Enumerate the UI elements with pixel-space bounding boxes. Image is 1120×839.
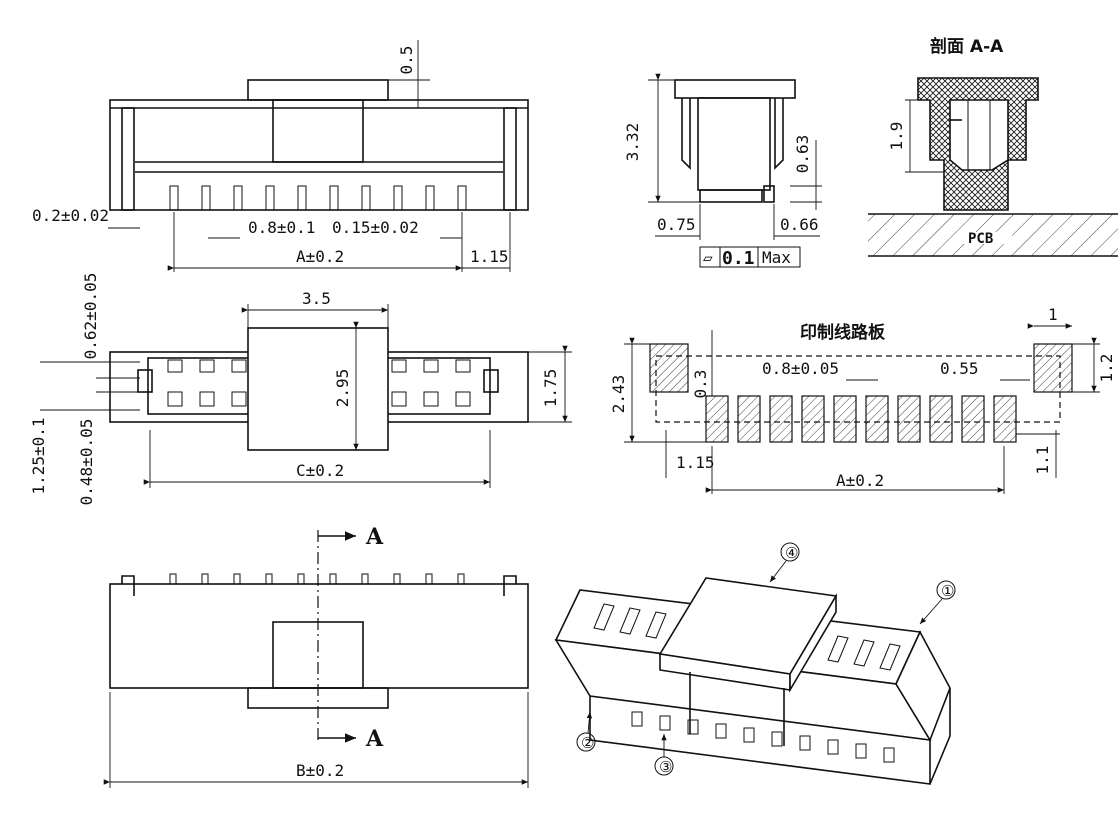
callout-1: ① <box>941 582 954 600</box>
section-title: 剖面 A-A <box>930 36 1004 57</box>
front-dim-pitch: 0.8±0.1 <box>248 218 315 237</box>
pcb-dim-A: A±0.2 <box>836 471 884 490</box>
pcb-dim-pitch: 0.8±0.05 <box>762 359 839 378</box>
callout-3: ③ <box>659 758 672 776</box>
flatness-value: 0.1 <box>722 248 755 269</box>
top-dim-048: 0.48±0.05 <box>77 419 96 506</box>
pcb-signal-pads <box>705 395 1017 443</box>
top-dim-062: 0.62±0.05 <box>81 273 100 360</box>
bottom-dim-B: B±0.2 <box>296 761 344 780</box>
pcb-dim-03: 0.3 <box>691 370 710 399</box>
side-dim-063: 0.63 <box>793 135 812 174</box>
side-dim-066: 0.66 <box>780 215 819 234</box>
front-view: 0.5 0.2±0.02 0.8±0.1 0.15±0.02 A±0.2 1.1… <box>32 40 529 272</box>
iso-view: ④ ① ② ③ <box>554 542 956 785</box>
top-view: 3.5 2.95 1.75 0.62±0.05 1.25±0.1 0.48±0.… <box>29 273 572 506</box>
pcb-layout: 印制线路板 1 1.2 2 <box>609 305 1116 494</box>
front-dim-pin-width: 0.2±0.02 <box>32 206 109 225</box>
callout-4: ④ <box>785 544 798 562</box>
top-dim-C: C±0.2 <box>296 461 344 480</box>
pcb-dim-12: 1.2 <box>1097 354 1116 383</box>
front-pins <box>169 185 467 211</box>
side-view: 3.32 0.63 0.75 0.66 ▱ 0.1 Max <box>623 73 822 269</box>
top-dim-125: 1.25±0.1 <box>29 417 48 494</box>
pcb-dim-243: 2.43 <box>609 375 628 414</box>
section-mark-top: A <box>365 524 384 550</box>
callout-2: ② <box>581 734 594 752</box>
bottom-view: A A B±0.2 <box>103 524 529 788</box>
pcb-label: PCB <box>968 231 993 247</box>
pcb-dim-055: 0.55 <box>940 359 979 378</box>
pcb-dim-1: 1 <box>1048 305 1058 324</box>
iso-inner-contacts <box>593 603 901 671</box>
section-dim-19: 1.9 <box>887 122 906 151</box>
pcb-dim-11: 1.1 <box>1033 446 1052 475</box>
iso-bottom-pins <box>631 711 895 763</box>
side-dim-332: 3.32 <box>623 123 642 162</box>
bottom-pins <box>169 573 465 585</box>
top-dim-35: 3.5 <box>302 289 331 308</box>
front-dim-A: A±0.2 <box>296 247 344 266</box>
pcb-dim-115: 1.15 <box>676 453 715 472</box>
section-mark-bottom: A <box>365 726 384 752</box>
front-dim-pin-thk: 0.15±0.02 <box>332 218 419 237</box>
top-dim-295: 2.95 <box>333 369 352 408</box>
section-view: 剖面 A-A PCB 1.9 <box>868 36 1118 257</box>
front-dim-115: 1.15 <box>470 247 509 266</box>
flatness-symbol: ▱ <box>703 248 713 267</box>
front-dim-05: 0.5 <box>397 46 416 75</box>
flatness-unit: Max <box>762 248 791 267</box>
pcb-layout-title: 印制线路板 <box>800 322 886 343</box>
top-dim-175: 1.75 <box>541 369 560 408</box>
top-contacts <box>167 359 471 407</box>
flatness-frame: ▱ 0.1 Max <box>699 246 801 269</box>
side-dim-075: 0.75 <box>657 215 696 234</box>
